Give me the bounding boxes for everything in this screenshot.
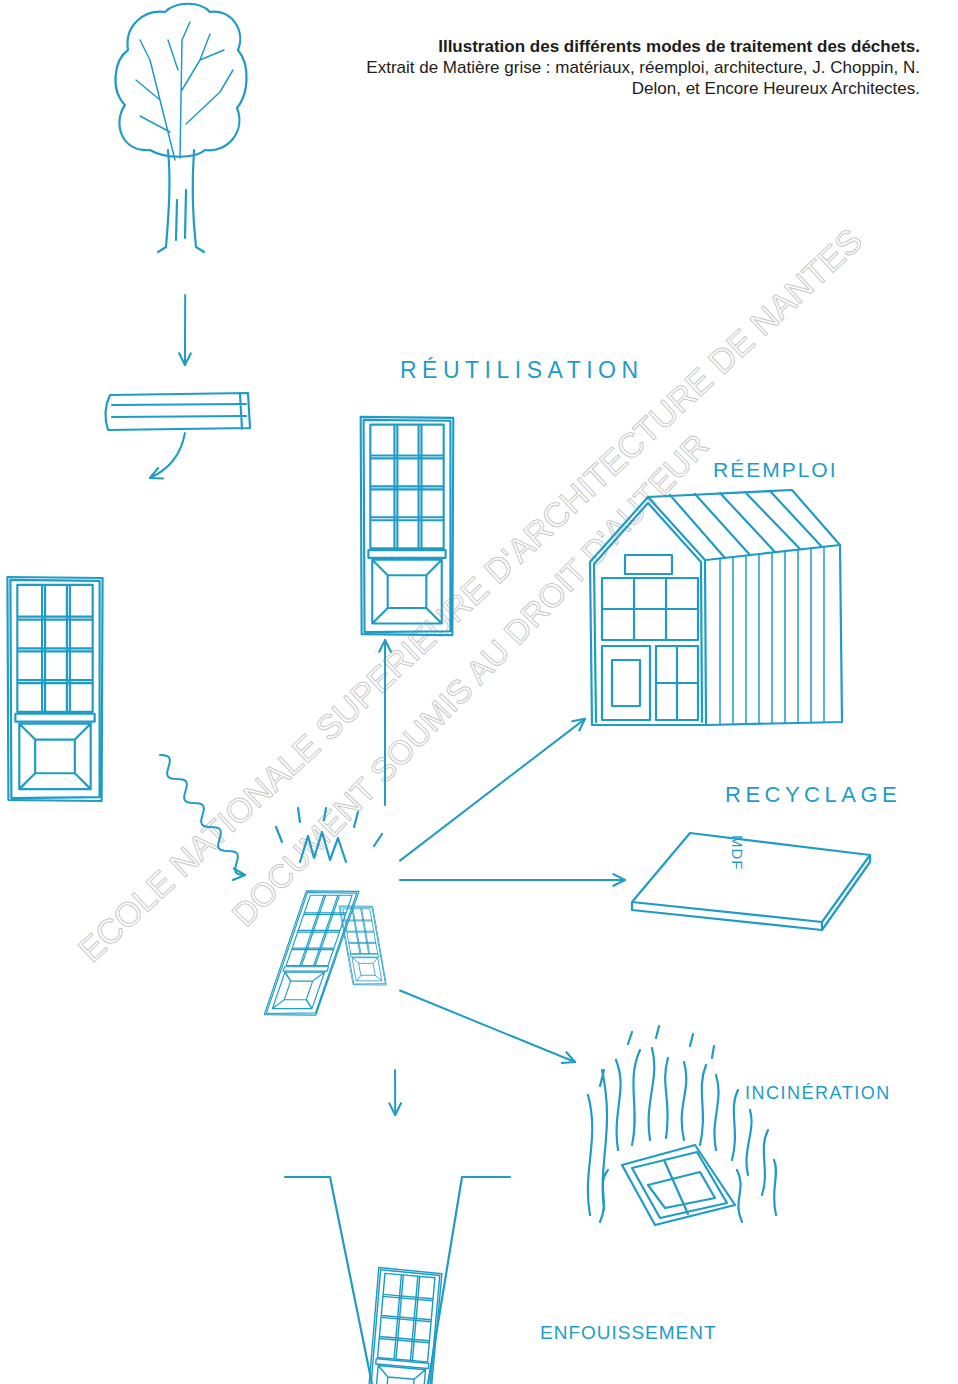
plank — [105, 393, 250, 430]
house-wall — [706, 545, 842, 725]
flow-arrow — [394, 1070, 396, 1115]
watermark: ECOLE NATIONALE SUPERIEURE D'ARCHITECTUR… — [72, 222, 868, 967]
break-sparks — [276, 808, 382, 846]
mode-label: RECYCLAGE — [725, 784, 901, 806]
header-block: Illustration des différents modes de tra… — [320, 36, 920, 99]
tree-branches — [136, 22, 233, 160]
flow-arrow — [384, 640, 386, 805]
flow-arrow — [150, 433, 185, 478]
plank-node — [105, 365, 253, 433]
flow-arrow — [160, 755, 245, 875]
tree-node — [115, 0, 245, 295]
recycling-node: RECYCLAGE MDF — [625, 780, 910, 922]
landfill-pit — [285, 1177, 510, 1384]
reemploi-node: RÉEMPLOI — [585, 455, 845, 727]
house-windows — [602, 555, 698, 720]
flow-arrow — [400, 991, 575, 1063]
broken-pane-right — [339, 906, 387, 985]
reuse-node: RÉUTILISATION — [355, 355, 675, 640]
mode-label: INCINÉRATION — [745, 1084, 891, 1102]
burning-window — [622, 1145, 735, 1225]
window-node — [5, 478, 160, 805]
house-boards — [720, 547, 824, 724]
crack-zigzag — [300, 832, 346, 862]
mdf-board — [632, 833, 870, 930]
flow-arrow — [400, 879, 625, 881]
incineration-node: INCINÉRATION — [575, 1040, 905, 1230]
mode-label: RÉUTILISATION — [400, 359, 644, 382]
reused-window — [361, 417, 454, 635]
house-gable — [590, 497, 706, 725]
broken-window-node — [245, 805, 400, 1070]
flow-arrow — [400, 719, 585, 861]
buried-window — [366, 1268, 442, 1384]
mode-label: RÉEMPLOI — [713, 459, 838, 480]
broken-pane-left — [264, 891, 360, 1015]
material-mark: MDF — [730, 835, 745, 871]
window-drawing — [7, 577, 102, 801]
landfill-node: ENFOUISSEMENT — [280, 1115, 730, 1384]
tree-trunk — [158, 150, 204, 252]
figure-caption: Extrait de Matière grise : matériaux, ré… — [360, 57, 920, 99]
flames — [588, 1026, 776, 1222]
flow-arrow — [184, 295, 186, 365]
mode-label: ENFOUISSEMENT — [540, 1323, 717, 1342]
figure-title: Illustration des différents modes de tra… — [320, 36, 920, 57]
